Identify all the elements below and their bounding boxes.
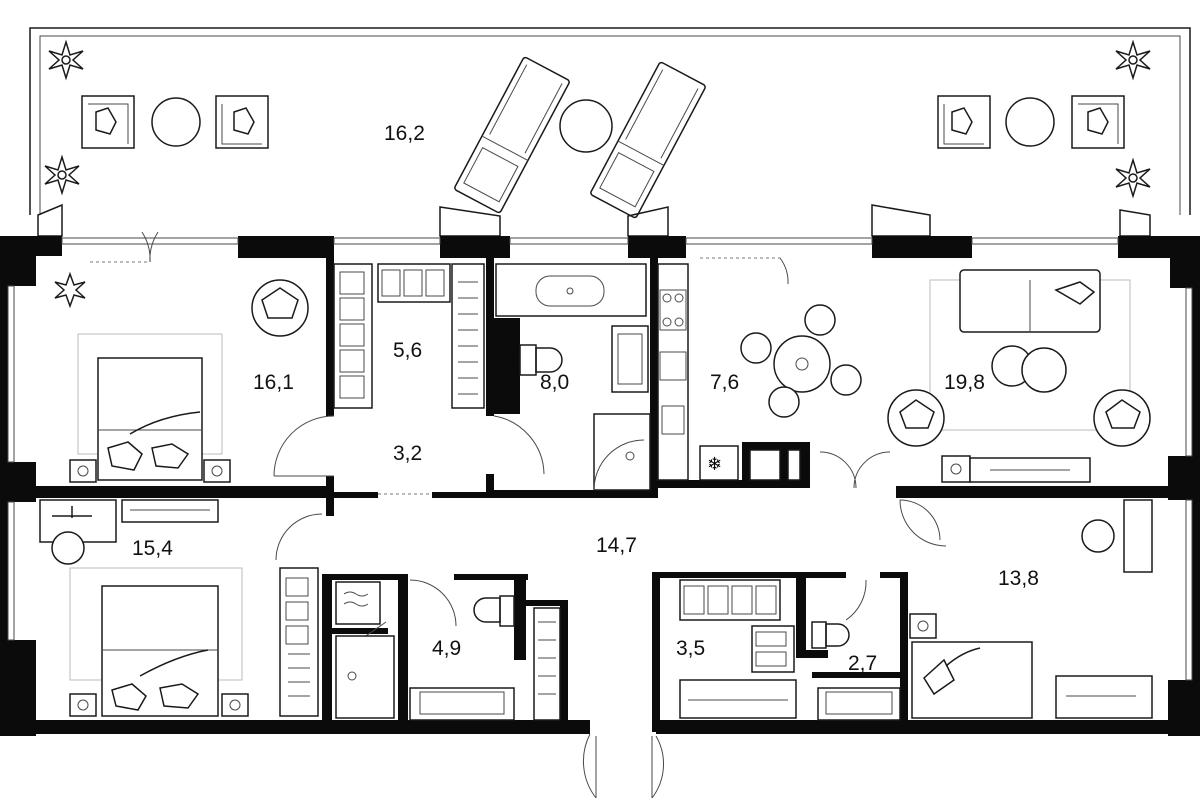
plant-icon bbox=[54, 271, 86, 309]
laundry-icon bbox=[335, 581, 381, 625]
plant-icon bbox=[48, 39, 84, 81]
area-label-bedroom-sw: 15,4 bbox=[132, 537, 173, 560]
chair-icon bbox=[1081, 519, 1115, 553]
terrace-table bbox=[151, 97, 201, 147]
area-label-bedroom-se: 13,8 bbox=[998, 567, 1039, 590]
toilet-icon bbox=[811, 621, 850, 649]
area-label-corridor: 14,7 bbox=[596, 534, 637, 557]
plant-icon bbox=[1115, 157, 1151, 199]
plant-icon bbox=[44, 154, 80, 196]
area-label-terrace: 16,2 bbox=[384, 122, 425, 145]
armchair-icon bbox=[251, 279, 309, 337]
armchair-icon bbox=[1093, 389, 1151, 447]
area-label-kitchen: 7,6 bbox=[710, 371, 739, 394]
bedroom-se-furniture bbox=[899, 499, 1153, 719]
toilet-icon bbox=[519, 344, 563, 376]
area-label-bathroom-south-west: 4,9 bbox=[432, 637, 461, 660]
chair-icon bbox=[51, 531, 85, 565]
armchair-icon bbox=[887, 389, 945, 447]
kitchen-furniture: ❄ bbox=[657, 257, 801, 481]
terrace-chair bbox=[1071, 95, 1125, 149]
area-label-bedroom-nw: 16,1 bbox=[253, 371, 294, 394]
wardrobe bbox=[279, 567, 319, 717]
area-label-bathroom-south-east: 2,7 bbox=[848, 652, 877, 675]
terrace-door bbox=[37, 203, 1151, 237]
area-label-hall-north: 3,2 bbox=[393, 442, 422, 465]
sofa-icon bbox=[959, 269, 1101, 333]
bedroom-nw-furniture bbox=[54, 231, 309, 483]
sun-lounger bbox=[590, 61, 706, 219]
sun-lounger bbox=[454, 56, 570, 214]
terrace-chair bbox=[81, 95, 135, 149]
terrace-chair bbox=[215, 95, 269, 149]
walls bbox=[0, 236, 1200, 736]
door-swings-north bbox=[273, 415, 545, 495]
terrace-chair bbox=[937, 95, 991, 149]
area-label-closet-south: 3,5 bbox=[676, 637, 705, 660]
door-swing-living bbox=[819, 451, 891, 489]
bathroom-north-furniture bbox=[495, 263, 651, 491]
area-label-bathroom-north: 8,0 bbox=[540, 371, 569, 394]
terrace-table bbox=[559, 99, 613, 153]
door-swings-corridor bbox=[359, 499, 947, 799]
shower-icon bbox=[335, 635, 395, 719]
area-label-closet-north: 5,6 bbox=[393, 339, 422, 362]
toilet-icon bbox=[473, 595, 515, 627]
living-room-furniture bbox=[887, 269, 1151, 483]
closet-north-furniture bbox=[333, 263, 485, 409]
snowflake-icon: ❄ bbox=[707, 454, 722, 475]
bathroom-south-west-furniture bbox=[409, 595, 561, 721]
closet-south-furniture bbox=[679, 579, 797, 719]
dining-table bbox=[740, 304, 862, 418]
bathroom-south-east-furniture bbox=[811, 621, 901, 721]
terrace-table bbox=[1005, 97, 1055, 147]
area-label-living-room: 19,8 bbox=[944, 371, 985, 394]
plant-icon bbox=[1115, 39, 1151, 81]
bedroom-sw-furniture bbox=[39, 499, 323, 717]
terrace-outline bbox=[29, 27, 1191, 215]
